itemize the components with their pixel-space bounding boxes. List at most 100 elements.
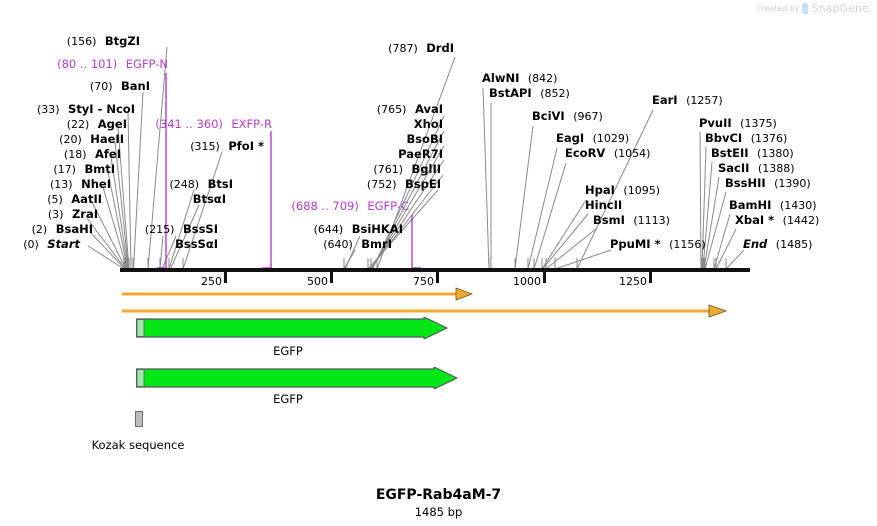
site-position: (1380) <box>757 147 794 160</box>
site-name: AlwNI <box>482 71 520 85</box>
site-label-bglii[interactable]: (761) BglII <box>373 162 442 176</box>
site-name: AvaI <box>414 102 443 116</box>
site-name: SacII <box>718 161 750 175</box>
site-name: HpaI <box>585 183 615 197</box>
site-label-bsssi[interactable]: (215) BssSI <box>145 223 218 235</box>
ruler-tick-1250 <box>649 272 652 283</box>
site-label-bsahi[interactable]: (2) BsaHI <box>31 223 93 236</box>
primer-label-exfp-r[interactable]: (341 .. 360) EXFP-R <box>155 118 272 130</box>
site-name: AfeI <box>95 147 121 161</box>
map-subtitle-length: 1485 bp <box>414 505 463 519</box>
site-label-bani[interactable]: (70) BanI <box>89 80 150 93</box>
site-name: XhoI <box>413 117 443 131</box>
ruler-tick-label-1000: 1000 <box>513 275 541 288</box>
site-label-drdi[interactable]: (787) DrdI <box>388 42 454 54</box>
site-label-hpai[interactable]: HpaI (1095) <box>585 183 660 197</box>
site-name: HaeII <box>90 132 124 146</box>
site-name: BssHII <box>725 176 766 190</box>
feature-marker-kozak[interactable] <box>135 411 143 427</box>
site-position: (765) <box>376 103 407 116</box>
feature-label-egfp-2: EGFP <box>273 392 303 406</box>
site-label-bsihkai[interactable]: (644) BsiHKAI <box>314 223 403 235</box>
site-position: (18) <box>63 148 87 161</box>
site-label-bsteii[interactable]: BstEII (1380) <box>711 146 794 160</box>
site-label-bbvci[interactable]: BbvCI (1376) <box>705 131 788 145</box>
site-position: (70) <box>89 80 113 93</box>
primer-label-egfp-n[interactable]: (80 .. 101) EGFP-N <box>57 58 168 70</box>
feature-arrow-egfp-1[interactable] <box>136 317 448 339</box>
site-label-xbai[interactable]: XbaI * (1442) <box>735 214 819 226</box>
site-name: BciVI <box>532 109 565 123</box>
site-label-paer7i[interactable]: PaeR7I <box>398 148 443 160</box>
site-label-ppumi[interactable]: PpuMI * (1156) <box>610 238 706 250</box>
site-label-haeii[interactable]: (20) HaeII <box>59 132 124 146</box>
primer-range: (688 .. 709) <box>291 199 359 213</box>
site-label-end[interactable]: End (1485) <box>743 238 812 250</box>
site-label-bsobi[interactable]: BsoBI <box>406 133 443 145</box>
site-position: (248) <box>169 178 200 191</box>
site-position: (852) <box>540 87 570 100</box>
site-name: BssSαI <box>175 237 218 251</box>
ruler-tick-1000 <box>543 272 546 283</box>
site-label-zrai[interactable]: (3) ZraI <box>47 208 98 221</box>
ruler-tick-500 <box>330 272 333 283</box>
site-label-alwni[interactable]: AlwNI (842) <box>482 71 558 85</box>
site-position: (1390) <box>774 177 811 190</box>
site-position: (2) <box>31 223 48 236</box>
site-label-sacii[interactable]: SacII (1388) <box>718 161 795 175</box>
site-label-avai[interactable]: (765) AvaI <box>376 102 443 116</box>
site-position: (0) <box>23 238 39 251</box>
snapgene-logo-icon <box>802 3 809 14</box>
site-label-pfoi[interactable]: (315) PfoI * <box>190 139 264 153</box>
site-label-bsmi[interactable]: BsmI (1113) <box>593 214 670 226</box>
primer-label-egfp-c[interactable]: (688 .. 709) EGFP-C <box>291 199 409 213</box>
site-name: BspEI <box>405 177 441 191</box>
site-label-pvuii[interactable]: PvuII (1375) <box>699 117 777 129</box>
ruler-tick-label-250: 250 <box>201 275 222 288</box>
site-label-bmri[interactable]: (640) BmrI <box>323 238 392 250</box>
site-position: (3) <box>47 208 64 221</box>
site-label-bsssai[interactable]: BssSαI <box>175 237 218 251</box>
site-label-bspei[interactable]: (752) BspEI <box>367 177 441 191</box>
site-label-xhoi[interactable]: XhoI <box>413 117 443 131</box>
site-label-eari[interactable]: EarI (1257) <box>652 94 723 107</box>
site-position: (1257) <box>686 94 723 107</box>
site-label-styi-ncoi[interactable]: (33) StyI - NcoI <box>37 103 135 115</box>
site-name: EcoRV <box>565 146 606 160</box>
site-label-bcivi[interactable]: BciVI (967) <box>532 109 603 123</box>
snapgene-watermark: Created by SnapGene <box>756 2 869 15</box>
site-name: EagI <box>556 131 585 145</box>
site-label-agei[interactable]: (22) AgeI <box>67 118 127 130</box>
site-name: BstAPI <box>489 86 532 100</box>
ruler-tick-250 <box>224 272 227 283</box>
site-name: BtsI <box>207 177 233 191</box>
primer-name: EGFP-C <box>367 199 409 213</box>
site-label-hincii[interactable]: HincII <box>585 199 622 211</box>
sequence-backbone-axis[interactable] <box>120 268 750 272</box>
site-label-bstapi[interactable]: BstAPI (852) <box>489 86 570 100</box>
site-label-btsai[interactable]: BtsαI <box>193 193 226 205</box>
site-name: BstEII <box>711 146 749 160</box>
site-name: BbvCI <box>705 131 743 145</box>
site-label-start[interactable]: (0) Start <box>23 238 80 251</box>
ruler-tick-label-750: 750 <box>413 275 434 288</box>
site-label-eagi[interactable]: EagI (1029) <box>556 131 630 145</box>
site-label-bamhi[interactable]: BamHI (1430) <box>729 199 817 211</box>
feature-arrow-egfp-2[interactable] <box>136 367 458 389</box>
site-label-bmti[interactable]: (17) BmtI <box>53 162 115 176</box>
site-label-aatii[interactable]: (5) AatII <box>47 193 102 205</box>
site-label-nhei[interactable]: (13) NheI <box>50 178 111 191</box>
site-name: PfoI * <box>228 139 264 153</box>
site-position: (1029) <box>592 132 630 145</box>
site-name: BmtI <box>84 162 115 176</box>
site-label-btgzi[interactable]: (156) BtgZI <box>66 35 140 48</box>
site-name: BglII <box>411 162 442 176</box>
site-label-btsi[interactable]: (248) BtsI <box>169 177 233 191</box>
site-label-bsshii[interactable]: BssHII (1390) <box>725 176 811 190</box>
site-position: (156) <box>66 35 97 48</box>
site-label-afei[interactable]: (18) AfeI <box>63 147 121 161</box>
site-position: (13) <box>50 178 73 191</box>
site-position: (842) <box>527 72 558 85</box>
site-label-ecorv[interactable]: EcoRV (1054) <box>565 146 650 160</box>
site-position: (1376) <box>750 132 788 145</box>
